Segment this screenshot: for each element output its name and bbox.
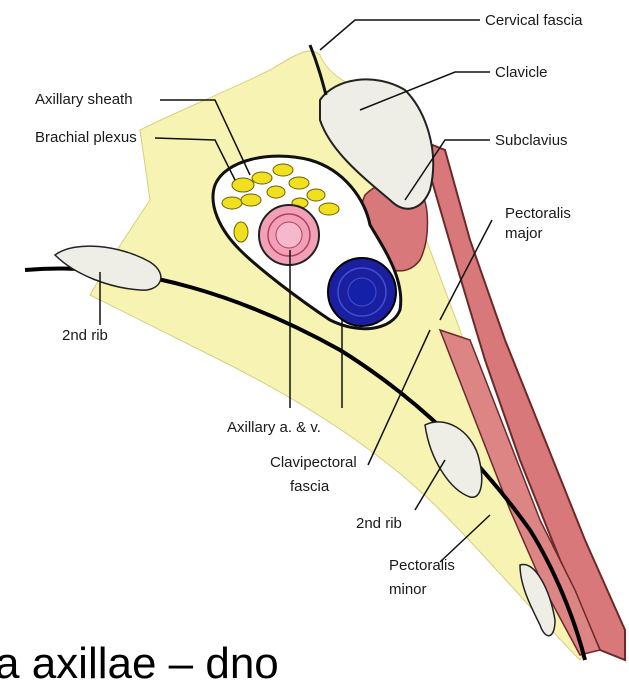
label-cervical-fascia: Cervical fascia: [485, 12, 583, 29]
label-clavicle: Clavicle: [495, 64, 548, 81]
label-clavipectoral-line1: Clavipectoral: [270, 454, 357, 471]
label-clavipectoral-line2: fascia: [290, 478, 330, 495]
axillary-vein: [328, 258, 396, 326]
label-second-rib-left: 2nd rib: [62, 327, 108, 344]
label-brachial-plexus: Brachial plexus: [35, 129, 137, 146]
label-subclavius: Subclavius: [495, 132, 568, 149]
label-pectoralis-minor-line1: Pectoralis: [389, 557, 455, 574]
label-pectoralis-major-line2: major: [505, 225, 543, 242]
label-pectoralis-minor-line2: minor: [389, 581, 427, 598]
label-pectoralis-major-line1: Pectoralis: [505, 205, 571, 222]
label-second-rib-right: 2nd rib: [356, 515, 402, 532]
label-axillary-vessels: Axillary a. & v.: [227, 419, 321, 436]
slide-caption: a axillae – dno: [0, 639, 279, 680]
axillary-artery: [259, 205, 319, 265]
label-axillary-sheath: Axillary sheath: [35, 91, 133, 108]
